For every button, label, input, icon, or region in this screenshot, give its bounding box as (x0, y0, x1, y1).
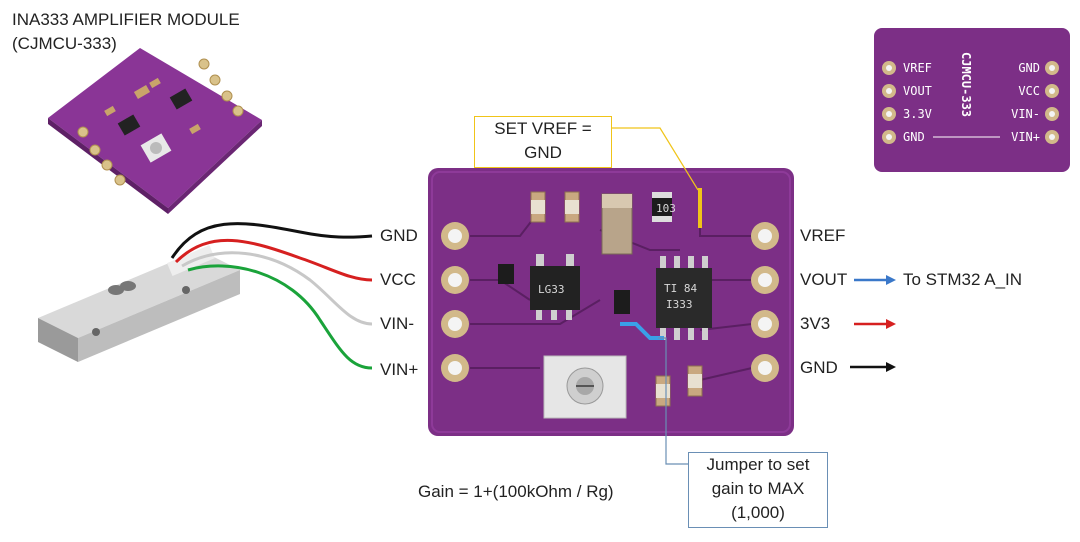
wire-vin-plus (187, 264, 373, 370)
left-label-vin-plus: VIN+ (380, 360, 419, 379)
svg-text:LG33: LG33 (538, 283, 565, 296)
svg-text:VREF: VREF (903, 61, 932, 75)
left-label-vcc: VCC (380, 270, 416, 289)
vout-target-label: To STM32 A_IN (903, 270, 1023, 289)
pinout-inset: VREF VOUT 3.3V GND GND VCC VIN- VIN+ CJM… (874, 28, 1070, 172)
right-label-3v3: 3V3 (800, 314, 831, 333)
jumper-line-1: Jumper to set (706, 455, 810, 474)
svg-text:3.3V: 3.3V (903, 107, 932, 121)
right-label-vref: VREF (800, 226, 846, 245)
jumper-callout: Jumper to set gain to MAX (1,000) (688, 452, 828, 528)
right-pads (751, 222, 779, 382)
svg-text:GND: GND (903, 130, 925, 144)
output-arrows (850, 275, 896, 372)
svg-text:VIN+: VIN+ (1011, 130, 1040, 144)
svg-text:GND: GND (1018, 61, 1040, 75)
left-pads (441, 222, 469, 382)
gain-formula: Gain = 1+(100kOhm / Rg) (418, 482, 614, 501)
ina333-board: 103 LG33 TI 84 I333 (428, 168, 794, 436)
module-photo (48, 48, 262, 214)
right-label-vout: VOUT (800, 270, 848, 289)
set-vref-callout: SET VREF = GND (474, 116, 612, 168)
left-label-vin-minus: VIN- (380, 314, 414, 333)
callout-leaders (612, 127, 699, 465)
load-cell (38, 245, 240, 362)
set-vref-line-2: GND (524, 143, 562, 162)
jumper-line-2: gain to MAX (711, 479, 805, 498)
wire-vin-minus (181, 251, 373, 326)
right-label-gnd: GND (800, 358, 838, 377)
svg-text:TI 84: TI 84 (664, 282, 697, 295)
wire-gnd (170, 222, 373, 259)
jumper-line-3: (1,000) (731, 503, 785, 522)
title-line-2: (CJMCU-333) (12, 34, 117, 53)
svg-text:VOUT: VOUT (903, 84, 932, 98)
title-line-1: INA333 AMPLIFIER MODULE (12, 10, 240, 29)
svg-text:VCC: VCC (1018, 84, 1040, 98)
svg-text:I333: I333 (666, 298, 693, 311)
svg-text:VIN-: VIN- (1011, 107, 1040, 121)
wires (170, 222, 373, 370)
svg-text:CJMCU-333: CJMCU-333 (959, 52, 973, 117)
page-title: INA333 AMPLIFIER MODULE (CJMCU-333) (12, 8, 240, 56)
svg-text:103: 103 (656, 202, 676, 215)
wire-vcc (174, 239, 373, 282)
left-label-gnd: GND (380, 226, 418, 245)
set-vref-line-1: SET VREF = (494, 119, 592, 138)
